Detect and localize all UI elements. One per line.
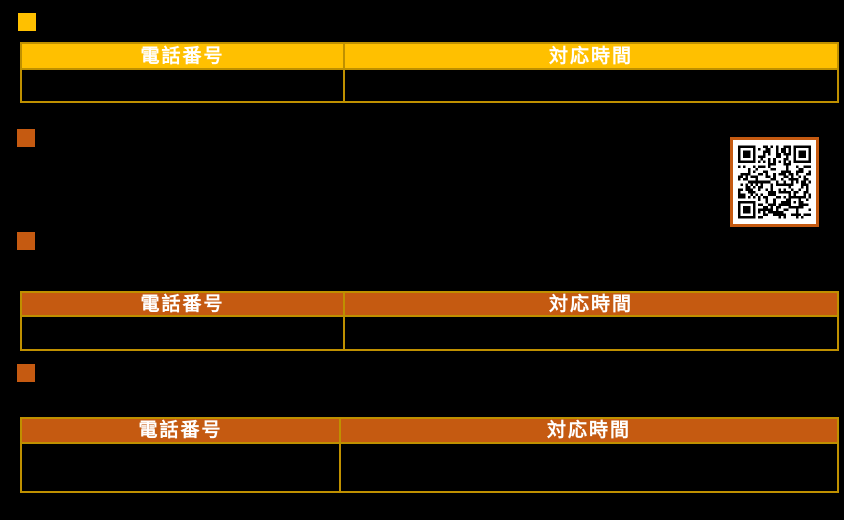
qr-code-image bbox=[738, 145, 811, 219]
column-header-support-hours: 対応時間 bbox=[345, 44, 837, 68]
cell-support-hours bbox=[345, 317, 837, 349]
column-header-phone-number: 電話番号 bbox=[22, 293, 343, 315]
column-header-phone-number: 電話番号 bbox=[22, 419, 339, 442]
phone-table-3: 電話番号 対応時間 bbox=[20, 417, 839, 493]
bullet-square-4 bbox=[17, 364, 35, 382]
bullet-square-2 bbox=[17, 129, 35, 147]
column-header-support-hours: 対応時間 bbox=[341, 419, 837, 442]
cell-support-hours bbox=[345, 70, 837, 101]
cell-support-hours bbox=[341, 444, 837, 491]
bullet-square-1 bbox=[18, 13, 36, 31]
cell-phone-number bbox=[22, 444, 339, 491]
phone-table-1: 電話番号 対応時間 bbox=[20, 42, 839, 103]
cell-phone-number bbox=[22, 70, 343, 101]
cell-phone-number bbox=[22, 317, 343, 349]
column-header-support-hours: 対応時間 bbox=[345, 293, 837, 315]
qr-code bbox=[730, 137, 819, 227]
bullet-square-3 bbox=[17, 232, 35, 250]
column-header-phone-number: 電話番号 bbox=[22, 44, 343, 68]
phone-table-2: 電話番号 対応時間 bbox=[20, 291, 839, 351]
